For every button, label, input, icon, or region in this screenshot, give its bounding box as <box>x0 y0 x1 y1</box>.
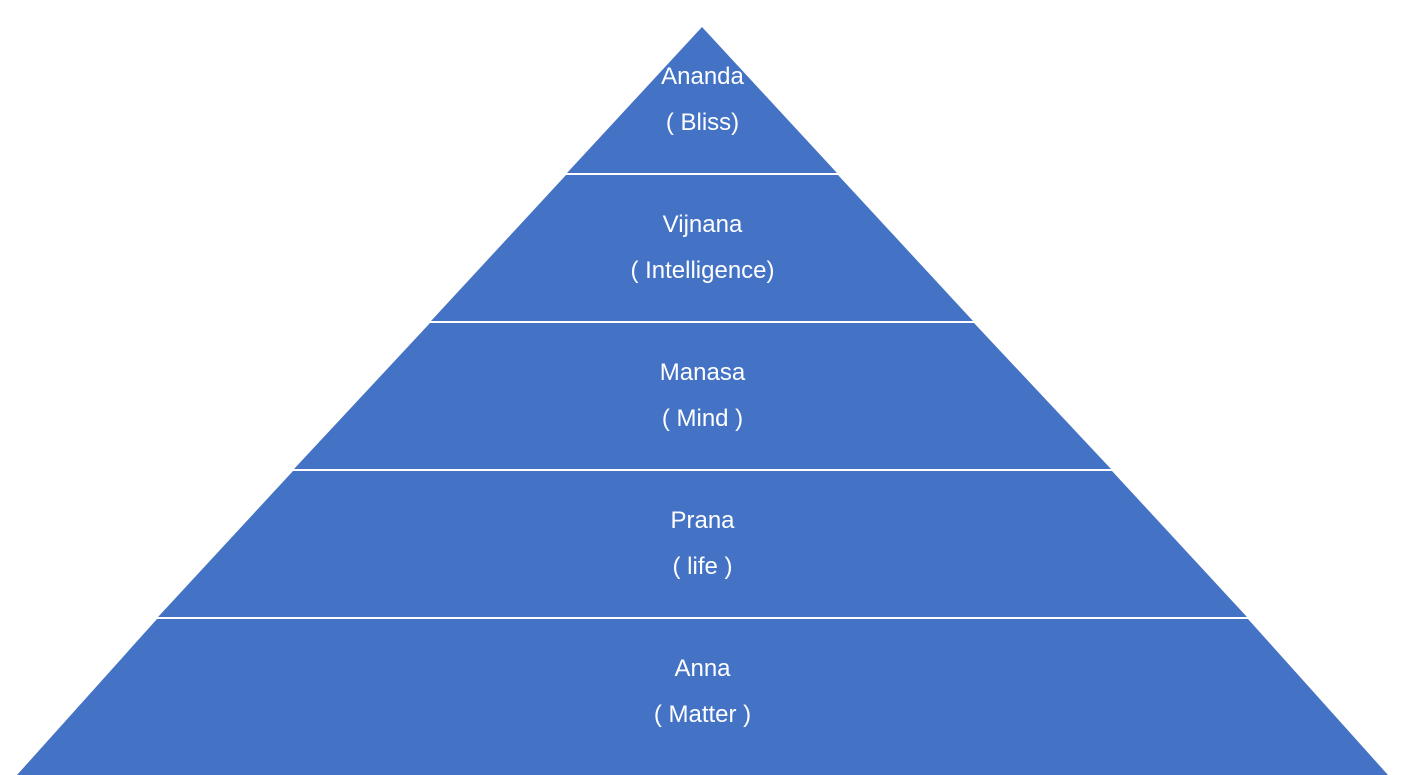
layer-manasa-name: Manasa <box>659 359 746 386</box>
layer-prana-label: Prana ( life ) <box>0 498 1405 590</box>
layer-prana-name: Prana <box>670 507 735 534</box>
layer-anna-meaning: ( Matter ) <box>653 701 752 728</box>
layer-anna-label: Anna ( Matter ) <box>0 646 1405 738</box>
layer-vijnana-shape <box>431 175 973 321</box>
layer-manasa-shape <box>294 323 1111 469</box>
layer-prana-shape <box>158 471 1247 617</box>
layer-vijnana-name: Vijnana <box>662 211 743 238</box>
layer-vijnana-label: Vijnana ( Intelligence) <box>0 202 1405 294</box>
layer-ananda-label: Ananda ( Bliss) <box>0 54 1405 146</box>
layer-prana-meaning: ( life ) <box>672 553 733 580</box>
layer-manasa-meaning: ( Mind ) <box>661 405 744 432</box>
layer-ananda-name: Ananda <box>661 63 744 90</box>
layer-ananda-meaning: ( Bliss) <box>665 109 740 136</box>
layer-anna-shape <box>17 619 1388 775</box>
layer-manasa-label: Manasa ( Mind ) <box>0 350 1405 442</box>
layer-anna-name: Anna <box>674 655 731 682</box>
layer-ananda-shape <box>567 27 837 173</box>
layer-vijnana-meaning: ( Intelligence) <box>630 257 775 284</box>
